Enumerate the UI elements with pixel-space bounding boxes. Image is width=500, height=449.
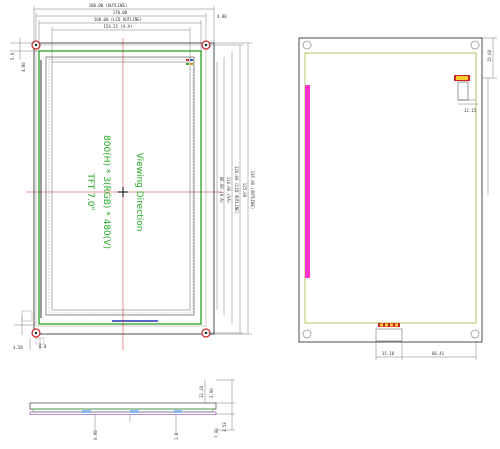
front-corner-marks — [21, 310, 45, 345]
dim-side-b: 3.53 — [222, 422, 227, 432]
front-mounting-holes — [31, 40, 211, 338]
side-view — [29, 402, 217, 415]
dim-side-c: 7.00 — [214, 428, 219, 438]
dim-lcd-height: 120.00 (LCD OUTLINE) — [234, 166, 239, 214]
back-lcd-outline — [304, 52, 477, 324]
back-bottom-dim-labels: 15.10 66.41 — [382, 351, 445, 356]
front-view — [33, 42, 215, 335]
front-top-dim-labels: 180.00 (OUTLINE) 170.00 160.00 (LCD OUTL… — [89, 3, 227, 29]
center-cross-icon — [118, 187, 128, 197]
front-left-dim-labels: 5.0 4.80 4.50 6.0 — [10, 52, 47, 350]
front-bezel — [45, 56, 195, 316]
dim-outline-height: 135.00 (OUTLINE) — [250, 171, 255, 210]
dim-bottom-left-2: 6.0 — [39, 344, 47, 349]
side-dim-labels: 12.10 2.00 3.53 7.00 0.05 1.6 — [93, 385, 227, 440]
front-right-dimensions — [206, 42, 252, 335]
front-connector-marks — [186, 59, 193, 65]
dim-left-top: 5.0 — [10, 52, 15, 60]
resolution-label: 800(H) * 3(RGB) * 480(V) — [101, 135, 111, 249]
front-right-dim-labels: 135.00 (OUTLINE) 125.00 120.00 (LCD OUTL… — [219, 166, 255, 214]
back-view — [298, 37, 483, 343]
front-view-area — [48, 58, 194, 314]
back-bottom-dimensions — [375, 342, 477, 360]
dim-top-right-offset: 4.80 — [217, 14, 227, 19]
dim-back-top: 15.60 — [487, 49, 492, 62]
front-hole-centers — [34, 43, 208, 335]
back-mounting-holes — [302, 40, 480, 339]
mounting-hole-icon — [302, 40, 312, 50]
dim-back-connector: 12.15 — [464, 108, 477, 113]
side-lcd-layer — [32, 408, 214, 413]
back-fpc-strip — [305, 85, 310, 278]
dim-lcd-width: 160.00 (LCD OUTLINE) — [94, 17, 142, 22]
panel-size-label: TFT 7.0" — [85, 172, 95, 210]
side-outline — [29, 402, 217, 410]
dim-back-bottom-right: 66.41 — [432, 351, 445, 356]
dim-aa-width: 154.21 (A.A) — [104, 24, 133, 29]
dim-left-top-2: 4.80 — [21, 62, 26, 72]
front-top-dimensions — [33, 6, 215, 62]
back-bottom-connector — [375, 323, 403, 342]
dim-side-bottom-left: 0.05 — [93, 430, 98, 440]
front-hole-rect — [35, 44, 207, 327]
viewing-direction-label: Viewing Direction — [134, 153, 144, 232]
viewing-direction-block: Viewing Direction 800(H) * 3(RGB) * 480(… — [85, 135, 144, 249]
mounting-hole-icon — [470, 329, 480, 339]
dim-hole-height: 125.00 — [242, 183, 247, 198]
dim-side-bottom-right: 1.6 — [174, 432, 179, 440]
dim-aa-height: 86.00 (A.A) — [219, 177, 224, 204]
front-left-dimensions — [10, 38, 41, 350]
dim-side-a: 2.00 — [209, 388, 214, 398]
dim-bottom-left: 4.50 — [13, 345, 23, 350]
mounting-hole-icon — [470, 40, 480, 50]
back-top-connector — [454, 37, 497, 195]
dim-hole-width: 170.00 — [113, 10, 128, 15]
mounting-hole-icon — [302, 329, 312, 339]
front-center-lines — [26, 38, 222, 350]
back-top-dim-labels: 15.60 12.15 — [464, 49, 492, 113]
side-pcb-layer — [29, 411, 217, 415]
front-active-area — [51, 61, 191, 311]
dim-outline-width: 180.00 (OUTLINE) — [89, 3, 128, 8]
back-pcb-outline — [298, 37, 483, 343]
front-pcb-outline — [33, 42, 215, 335]
side-dimensions — [94, 379, 235, 435]
front-lcd-outline — [38, 50, 202, 325]
dim-side-total: 12.10 — [199, 385, 204, 398]
dim-back-bottom-left: 15.10 — [382, 351, 395, 356]
side-components — [82, 410, 182, 413]
dim-va-height: 110.00 (VA) — [226, 177, 231, 204]
